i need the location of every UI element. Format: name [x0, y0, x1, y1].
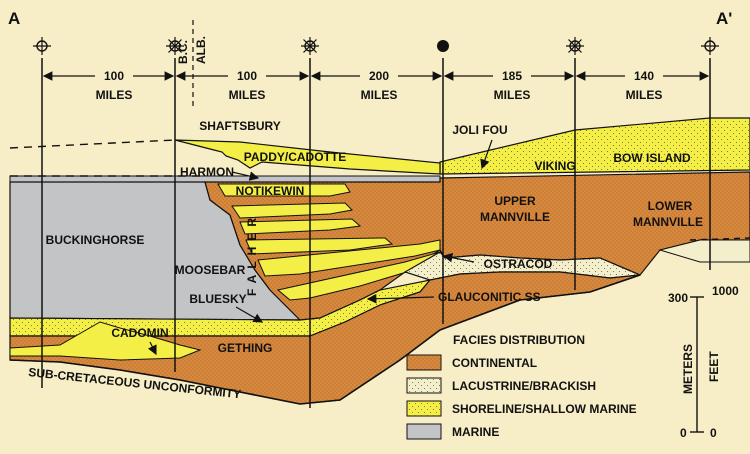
unit-label-bow-island: BOW ISLAND: [613, 151, 691, 165]
legend-item-marine: MARINE: [406, 423, 499, 440]
legend-item-shoreline: SHORELINE/SHALLOW MARINE: [406, 400, 637, 417]
legend-title: FACIES DISTRIBUTION: [453, 333, 585, 347]
scale-feet-label: FEET: [707, 351, 721, 382]
unit-label-harmon: HARMON: [180, 165, 234, 179]
spacing-value: 100: [104, 69, 124, 83]
cadomin-arrow: [147, 341, 157, 356]
joli-fou-arrow: [480, 139, 493, 170]
ostracod-arrow: [442, 252, 475, 263]
paddy-cadotte-sand: [174, 139, 441, 175]
legend-item-lacustrine: LACUSTRINE/BRACKISH: [406, 377, 596, 394]
legend-item-label: CONTINENTAL: [452, 356, 537, 370]
spacing-unit: MILES: [494, 88, 531, 102]
unit-label-glauconitic: GLAUCONITIC SS: [438, 290, 541, 304]
gas-well-symbol-icon: [166, 37, 184, 55]
spacing-unit: MILES: [626, 88, 663, 102]
harmon-arrow: [231, 171, 260, 181]
glauconitic-arrow: [366, 293, 435, 304]
spacing-value: 140: [634, 69, 654, 83]
gas-well-symbol-icon: [566, 37, 584, 55]
spacing-unit: MILES: [361, 88, 398, 102]
oil-well-symbol-icon: [437, 40, 449, 52]
falher-label-text: FALHER: [245, 212, 259, 296]
unit-label-cadomin: CADOMIN: [111, 326, 168, 340]
legend-item-label: SHORELINE/SHALLOW MARINE: [452, 402, 637, 416]
unit-label-falher: FALHER: [245, 212, 259, 296]
spacing-unit: MILES: [229, 88, 266, 102]
dry-hole-symbol-icon: [33, 37, 51, 55]
spacing-value: 200: [369, 69, 389, 83]
gas-well-symbol-icon: [301, 37, 319, 55]
unit-label-shaftsbury: SHAFTSBURY: [199, 119, 281, 133]
border-label-alb: ALB.: [194, 36, 208, 64]
vertical-scale-bar: 300 1000 0 0 METERS FEET: [668, 284, 739, 440]
spacing-value: 185: [502, 69, 522, 83]
legend-item-continental: CONTINENTAL: [406, 354, 537, 371]
unit-label-gething: GETHING: [218, 341, 273, 355]
bluesky-arrow: [235, 306, 264, 323]
scale-feet-top: 1000: [712, 284, 739, 298]
unit-label-paddy-cadotte: PADDY/CADOTTE: [244, 150, 346, 164]
unit-label-lower-mannville-2: MANNVILLE: [633, 215, 703, 229]
spacing-unit: MILES: [96, 88, 133, 102]
well-lines: [41, 58, 711, 408]
dry-hole-symbol-icon: [701, 37, 719, 55]
legend-item-label: LACUSTRINE/BRACKISH: [452, 379, 596, 393]
section-end-label: A': [716, 9, 732, 28]
lower-mannville-lacustrine: [658, 239, 750, 263]
unit-label-buckinghorse: BUCKINGHORSE: [46, 233, 145, 247]
unit-label-joli-fou: JOLI FOU: [452, 123, 507, 137]
unit-label-bluesky: BLUESKY: [189, 292, 246, 306]
unit-label-moosebar: MOOSEBAR: [175, 263, 246, 277]
facies-legend: FACIES DISTRIBUTION CONTINENTAL LACUSTRI…: [406, 333, 637, 440]
scale-meters-bottom: 0: [680, 426, 687, 440]
unit-label-notikewin: NOTIKEWIN: [236, 184, 305, 198]
shaftsbury-dashed-line: [9, 139, 176, 149]
scale-feet-bottom: 0: [710, 426, 717, 440]
unit-label-upper-mannville-2: MANNVILLE: [480, 210, 550, 224]
scale-meters-top: 300: [668, 291, 688, 305]
sub-cretaceous-unconformity-line: [9, 274, 641, 405]
unit-label-lower-mannville-1: LOWER: [648, 199, 693, 213]
unit-label-ostracod: OSTRACOD: [484, 257, 553, 271]
unit-label-upper-mannville-1: UPPER: [494, 194, 536, 208]
unit-label-viking: VIKING: [534, 159, 575, 173]
legend-item-label: MARINE: [452, 425, 499, 439]
falher-tongues: [217, 183, 441, 301]
border-label-bc: B.C.: [176, 40, 190, 64]
section-start-label: A: [8, 9, 20, 28]
spacing-value: 100: [237, 69, 257, 83]
scale-meters-label: METERS: [681, 344, 695, 394]
